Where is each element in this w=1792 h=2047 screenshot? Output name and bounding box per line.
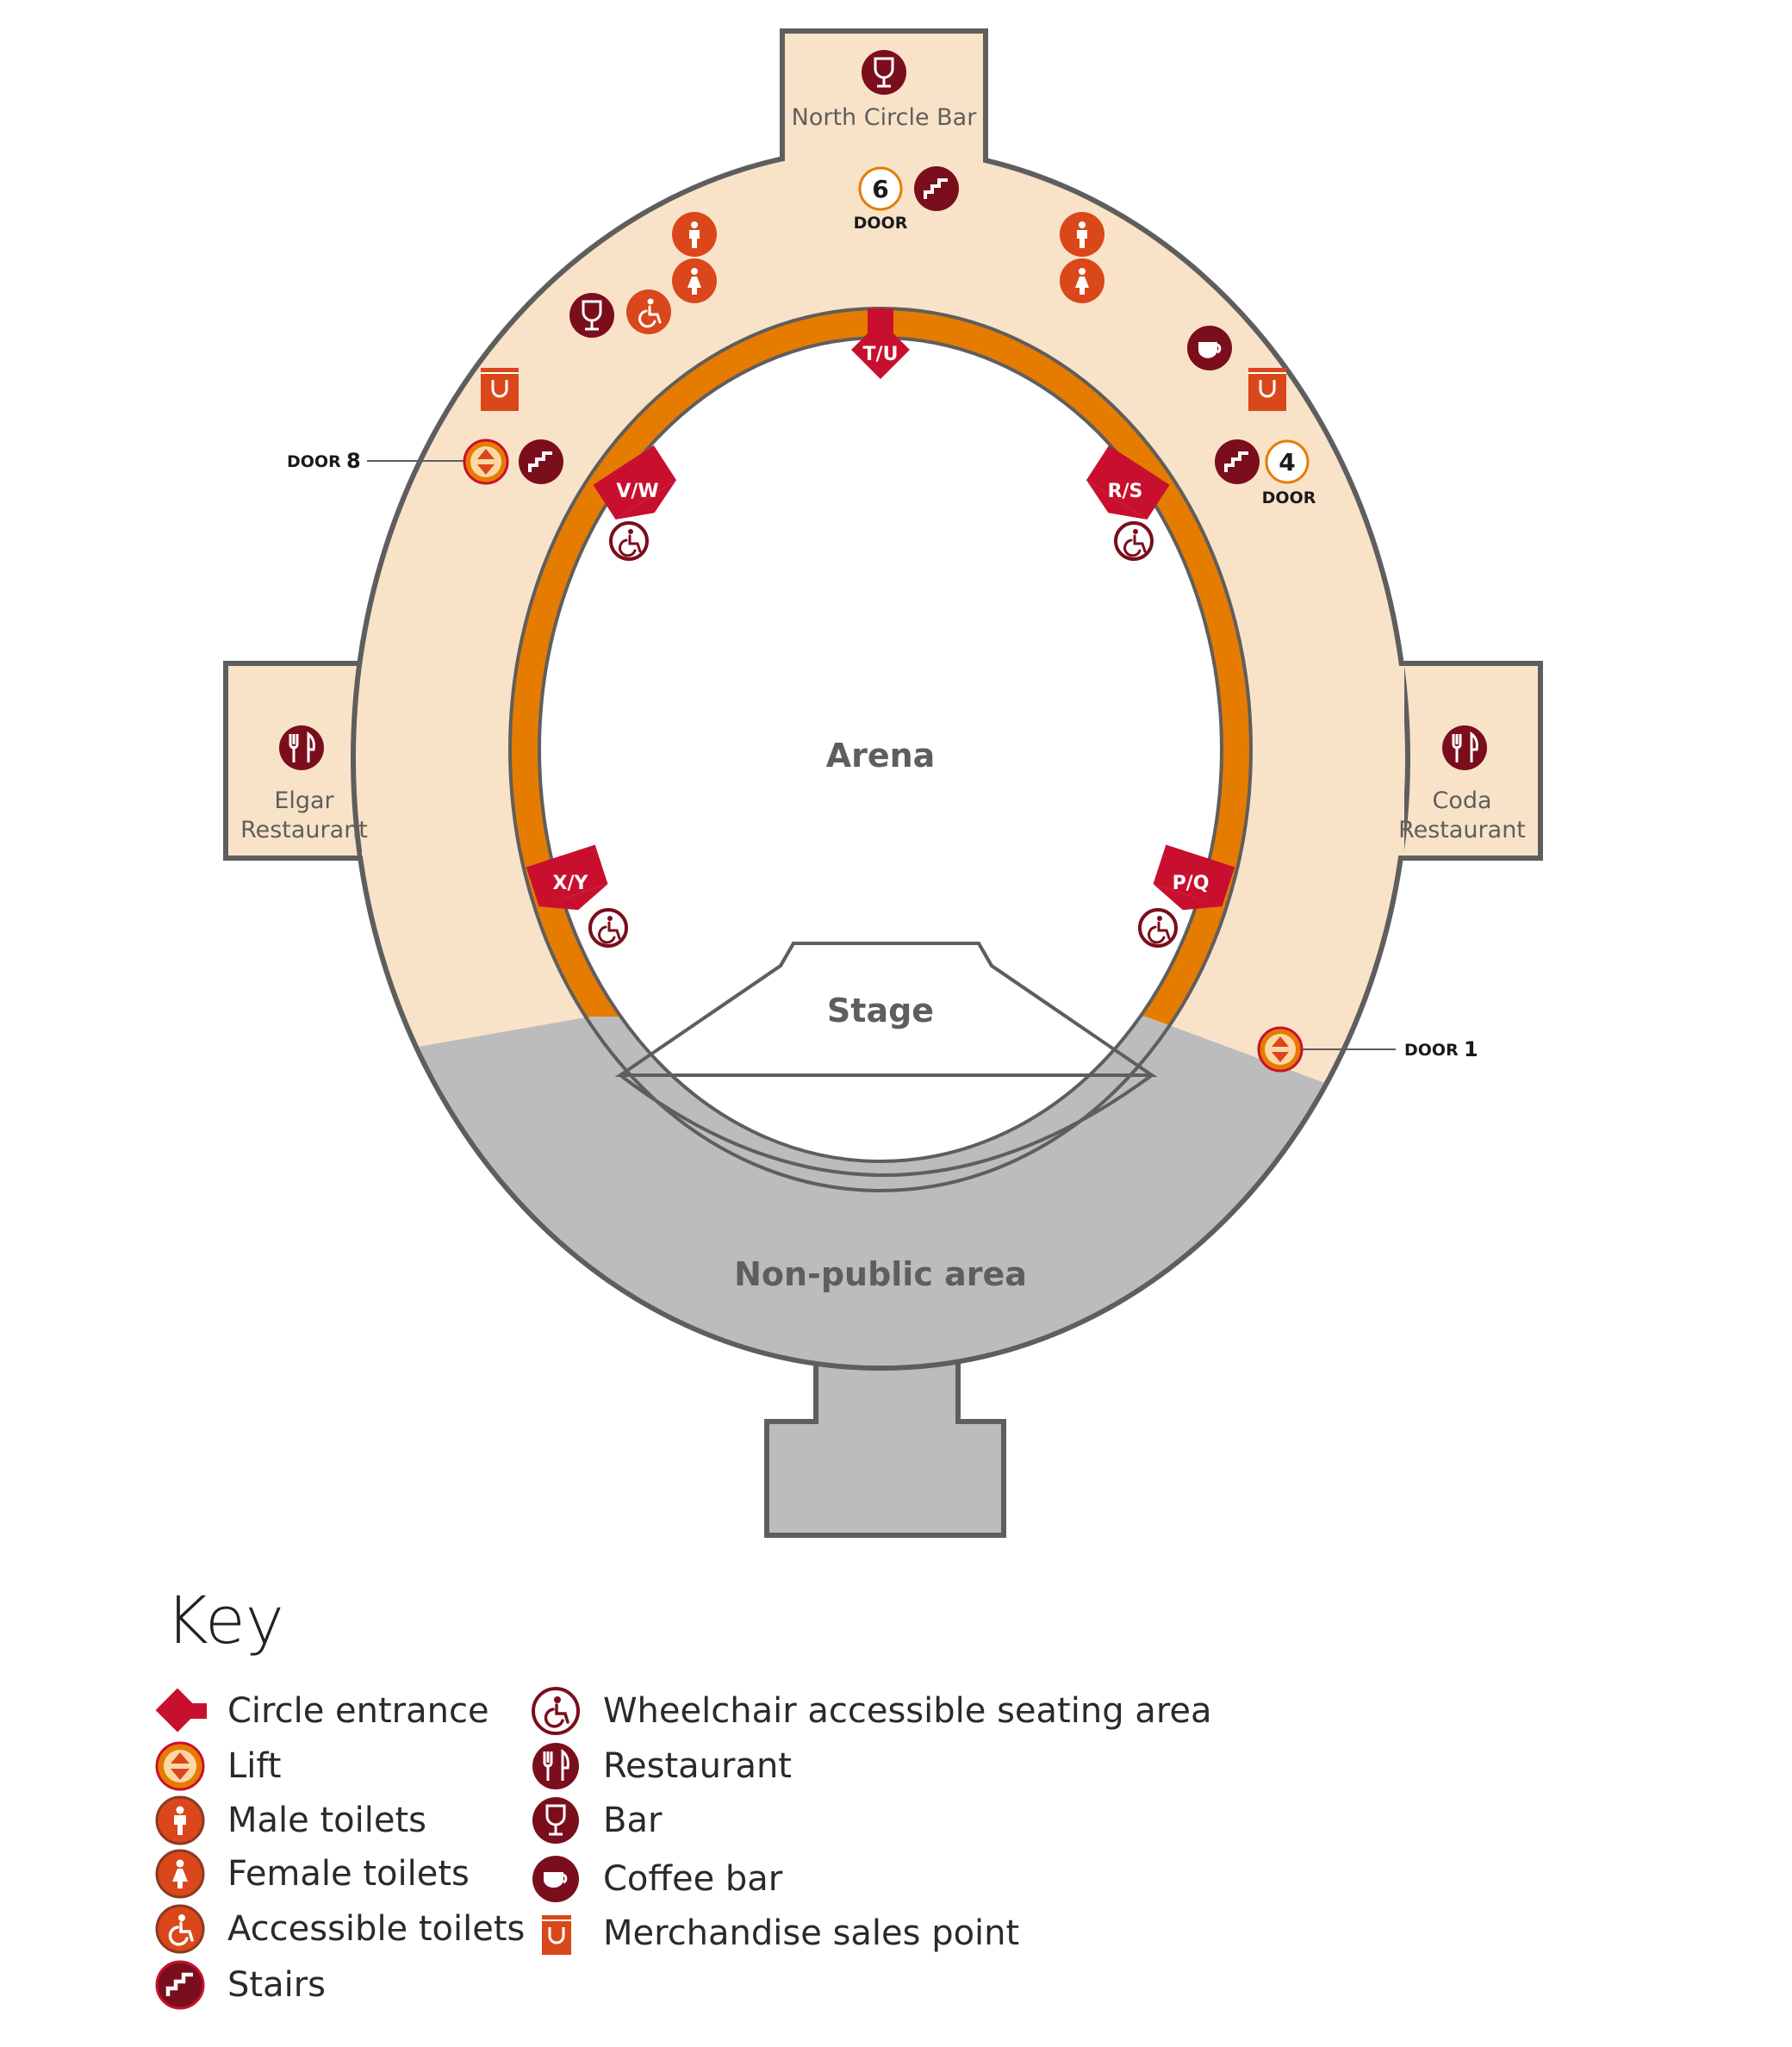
key-item-lift: Lift: [153, 1741, 282, 1791]
key-label-lift: Lift: [227, 1746, 282, 1786]
key-item-male-toilets: Male toilets: [153, 1795, 426, 1845]
key-label-restaurant: Restaurant: [603, 1746, 792, 1786]
restaurant-icon: [1442, 725, 1487, 770]
key-item-restaurant: Restaurant: [529, 1742, 792, 1790]
key-label-bar: Bar: [603, 1801, 663, 1840]
key-item-circle-entrance: Circle entrance: [153, 1687, 489, 1735]
non-public-area-label: Non-public area: [734, 1255, 1027, 1293]
key-label-coffee-bar: Coffee bar: [603, 1859, 783, 1899]
restaurant-icon: [532, 1743, 579, 1789]
elgar-label-line1: Elgar: [274, 787, 334, 814]
circle-entrance-pq: [1153, 844, 1235, 911]
bar-icon: [862, 50, 906, 95]
venue-floor-map: North Circle Bar Elgar Restaurant Coda R…: [223, 28, 1543, 1538]
door-6-marker: 6 DOOR: [854, 166, 908, 233]
coda-label-line2: Restaurant: [1398, 817, 1526, 843]
circle-entrance-vw: [593, 445, 677, 520]
arena-label: Arena: [826, 737, 936, 775]
door-1-label: DOOR: [1404, 1041, 1459, 1060]
door-8-number: 8: [346, 449, 361, 473]
circle-entrance-icon: [155, 1688, 207, 1733]
key-item-wheelchair-seating: Wheelchair accessible seating area: [529, 1687, 1212, 1735]
key-item-bar: Bar: [529, 1796, 662, 1845]
circle-entrance-xy: [526, 844, 608, 911]
wheelchair-seating-icon: [609, 521, 649, 561]
entrance-label-vw: V/W: [616, 481, 658, 502]
key-item-female-toilets: Female toilets: [153, 1849, 470, 1899]
door-4-number: 4: [1279, 448, 1295, 476]
male-toilets-icon: [155, 1795, 205, 1845]
key-item-merchandise: Merchandise sales point: [529, 1909, 1019, 1957]
north-circle-bar-label: North Circle Bar: [792, 104, 978, 131]
key-label-wheelchair-seating: Wheelchair accessible seating area: [603, 1691, 1212, 1731]
key-label-male-toilets: Male toilets: [227, 1801, 426, 1840]
bar-icon: [532, 1797, 579, 1844]
key-item-accessible-toilets: Accessible toilets: [153, 1904, 526, 1954]
lift-icon: [1257, 1026, 1304, 1073]
door-4-marker: 4 DOOR: [1262, 439, 1316, 507]
entrance-label-pq: P/Q: [1173, 873, 1210, 894]
door-8-label: DOOR: [287, 452, 341, 471]
door-4-label: DOOR: [1262, 488, 1316, 507]
coda-label-line1: Coda: [1432, 787, 1491, 814]
stairs-icon: [155, 1960, 205, 2010]
entrance-label-rs: R/S: [1108, 481, 1143, 502]
merchandise-icon: [542, 1915, 571, 1955]
lift-icon: [155, 1741, 205, 1791]
merchandise-icon: [1248, 368, 1286, 411]
key-item-stairs: Stairs: [153, 1960, 326, 2010]
door-1-number: 1: [1464, 1037, 1478, 1061]
entrance-label-tu: T/U: [863, 344, 899, 365]
door-8-marker: DOOR 8: [287, 449, 464, 473]
circle-entrance-tu: T/U: [851, 308, 910, 379]
key-label-stairs: Stairs: [227, 1965, 326, 2005]
accessible-toilets-icon: [626, 289, 671, 334]
wheelchair-seating-icon: [1114, 521, 1154, 561]
key-label-merchandise: Merchandise sales point: [603, 1913, 1020, 1953]
key-item-coffee-bar: Coffee bar: [529, 1855, 782, 1903]
door-6-number: 6: [872, 175, 888, 203]
stairs-icon: [1215, 439, 1260, 484]
wheelchair-seating-icon: [532, 1687, 580, 1735]
coffee-bar-icon: [532, 1856, 579, 1902]
female-toilets-icon: [1060, 258, 1104, 303]
male-toilets-icon: [1060, 212, 1104, 257]
stage-label: Stage: [827, 992, 934, 1030]
wheelchair-seating-icon: [1138, 908, 1178, 948]
merchandise-icon: [481, 368, 519, 411]
stairs-icon: [914, 166, 959, 211]
key-label-female-toilets: Female toilets: [227, 1854, 470, 1894]
elgar-label-line2: Restaurant: [240, 817, 368, 843]
door-1-marker: DOOR 1: [1303, 1037, 1478, 1061]
door-6-label: DOOR: [854, 214, 908, 233]
coffee-bar-icon: [1187, 326, 1232, 370]
stairs-icon: [519, 439, 563, 484]
circle-entrance-rs: [1086, 445, 1170, 520]
entrance-label-xy: X/Y: [553, 873, 589, 894]
accessible-toilets-icon: [155, 1904, 205, 1954]
bar-icon: [569, 293, 614, 338]
lift-icon: [463, 439, 509, 485]
key-label-accessible-toilets: Accessible toilets: [227, 1909, 526, 1949]
female-toilets-icon: [155, 1849, 205, 1899]
female-toilets-icon: [672, 258, 717, 303]
wheelchair-seating-icon: [588, 908, 628, 948]
key-label-circle-entrance: Circle entrance: [227, 1691, 489, 1731]
restaurant-icon: [279, 725, 324, 770]
male-toilets-icon: [672, 212, 717, 257]
key-title: Key: [165, 1582, 284, 1658]
